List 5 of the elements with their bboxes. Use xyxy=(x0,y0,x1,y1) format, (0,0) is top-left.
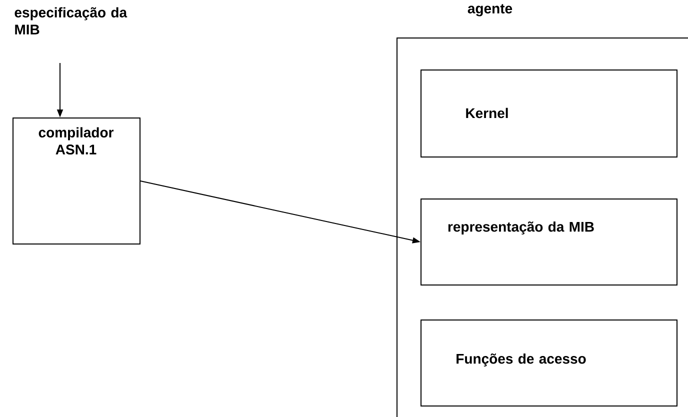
process-box: representação da MIB xyxy=(420,198,678,286)
process-box: Kernel xyxy=(420,70,678,158)
process-box: Funções de acesso xyxy=(420,319,678,406)
node-label: especificação da MIB xyxy=(14,7,128,34)
process-box: compilador ASN.1 xyxy=(12,118,140,244)
